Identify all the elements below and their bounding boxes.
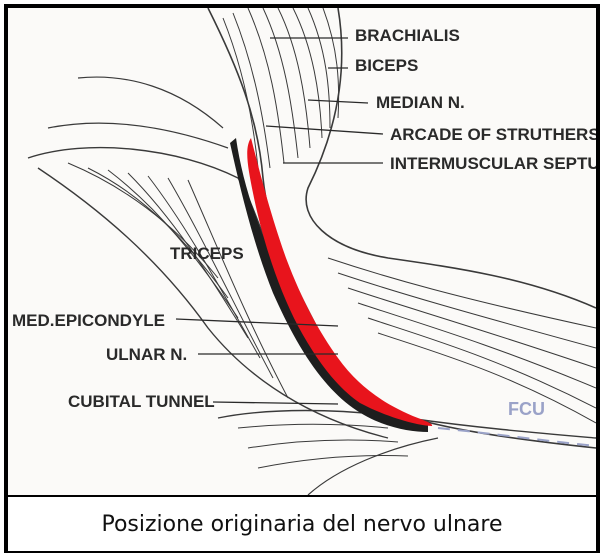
label-intermuscular-septum: INTERMUSCULAR SEPTUM bbox=[390, 154, 596, 173]
illustration-background bbox=[8, 8, 596, 495]
label-triceps: TRICEPS bbox=[170, 244, 244, 263]
anatomy-illustration: BRACHIALIS BICEPS MEDIAN N. ARCADE OF ST… bbox=[8, 8, 596, 495]
label-biceps: BICEPS bbox=[355, 56, 418, 75]
caption-box: Posizione originaria del nervo ulnare bbox=[8, 495, 596, 551]
label-med-epicondyle: MED.EPICONDYLE bbox=[12, 311, 165, 330]
label-arcade-of-struthers: ARCADE OF STRUTHERS bbox=[390, 125, 596, 144]
label-cubital-tunnel: CUBITAL TUNNEL bbox=[68, 392, 215, 411]
label-brachialis: BRACHIALIS bbox=[355, 26, 460, 45]
label-ulnar-n: ULNAR N. bbox=[106, 345, 187, 364]
figure-frame: BRACHIALIS BICEPS MEDIAN N. ARCADE OF ST… bbox=[4, 4, 600, 553]
label-fcu: FCU bbox=[508, 399, 545, 419]
figure-caption: Posizione originaria del nervo ulnare bbox=[101, 512, 502, 537]
label-median-n: MEDIAN N. bbox=[376, 93, 465, 112]
